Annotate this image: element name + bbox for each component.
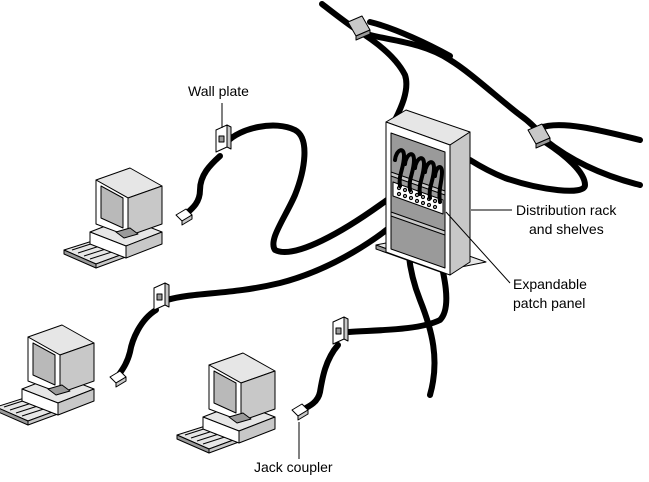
label-expandable: Expandable — [513, 276, 587, 292]
label-wall-plate: Wall plate — [188, 83, 249, 99]
rj45-plug-1 — [175, 208, 193, 226]
workstation-1 — [63, 167, 163, 269]
rj45-plug-2 — [109, 370, 127, 388]
workstation-3 — [176, 352, 276, 454]
workstation-2 — [0, 324, 95, 426]
label-and-shelves: and shelves — [529, 221, 604, 237]
distribution-rack — [375, 109, 487, 276]
label-distribution-rack: Distribution rack — [516, 202, 617, 218]
patch-panel-leader — [445, 211, 511, 284]
jack-coupler — [291, 403, 309, 421]
wall-plate-1 — [215, 124, 232, 153]
trunk-connector-1 — [347, 15, 371, 41]
trunk-connector-2 — [527, 123, 551, 149]
label-patch-panel: patch panel — [513, 295, 586, 311]
wall-plate-3 — [332, 316, 349, 345]
label-jack-coupler: Jack coupler — [254, 459, 333, 475]
wall-plate-2 — [153, 282, 170, 311]
